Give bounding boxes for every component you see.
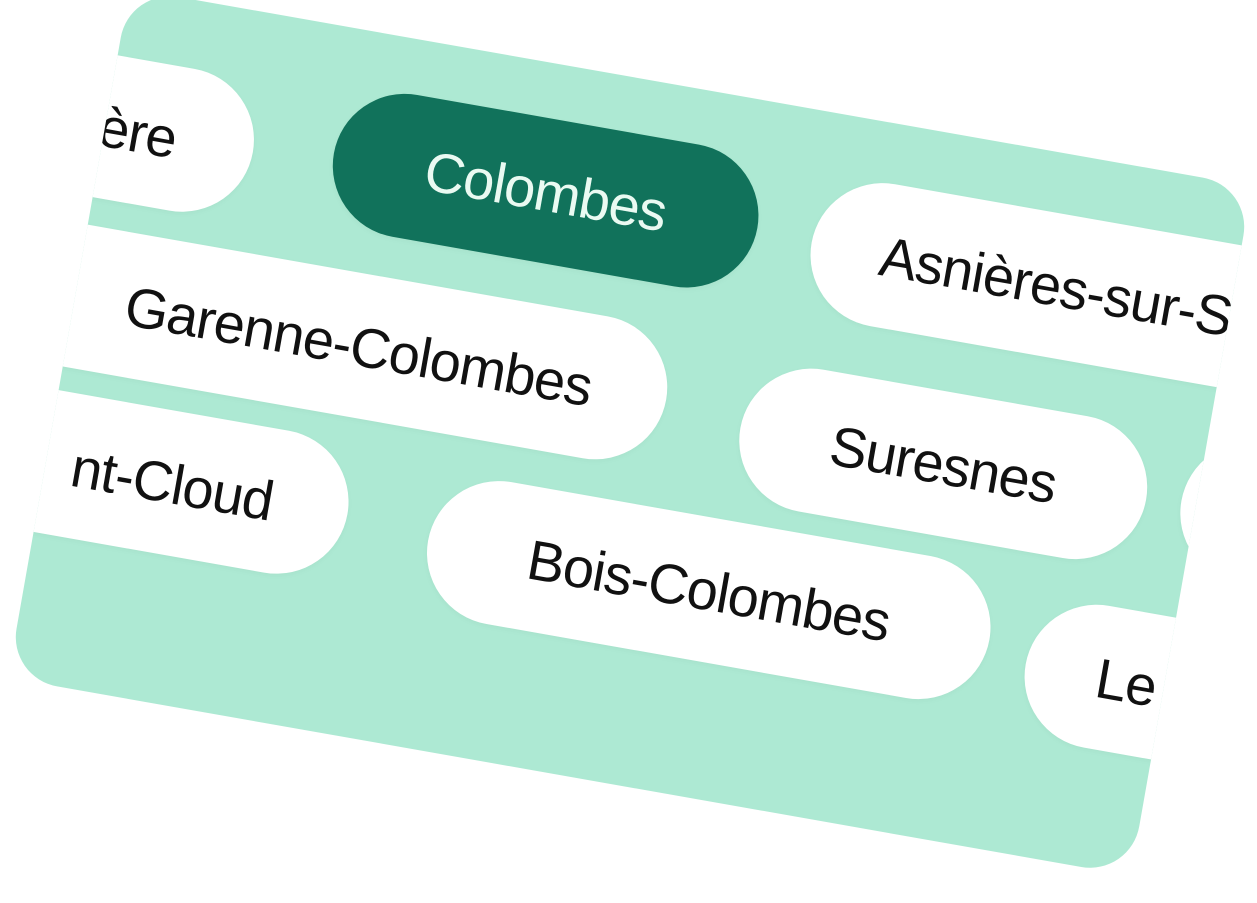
city-chip-card: ère Colombes Asnières-sur-S Garenne-Colo… (7, 0, 1253, 876)
city-chip-asnieres[interactable]: Asnières-sur-S (799, 171, 1253, 411)
city-chip-label: nt-Cloud (66, 434, 279, 533)
city-chip-label: Le V (1091, 645, 1212, 728)
city-chip-label: Suresnes (825, 413, 1062, 515)
city-chip-label: Asnières-sur-S (875, 223, 1237, 348)
city-chip-label: ère (93, 94, 182, 170)
city-chip-label: Garenne-Colombes (120, 273, 597, 418)
city-chip-edge[interactable] (1168, 429, 1253, 624)
city-chip-label: Colombes (419, 138, 672, 243)
city-chip-list: ère Colombes Asnières-sur-S Garenne-Colo… (7, 0, 1253, 876)
city-chip-le-v[interactable]: Le V (1013, 593, 1253, 793)
city-chip-colombes[interactable]: Colombes (321, 82, 770, 299)
city-chip-label: Bois-Colombes (522, 527, 895, 653)
city-chip-ere[interactable]: ère (7, 24, 266, 224)
